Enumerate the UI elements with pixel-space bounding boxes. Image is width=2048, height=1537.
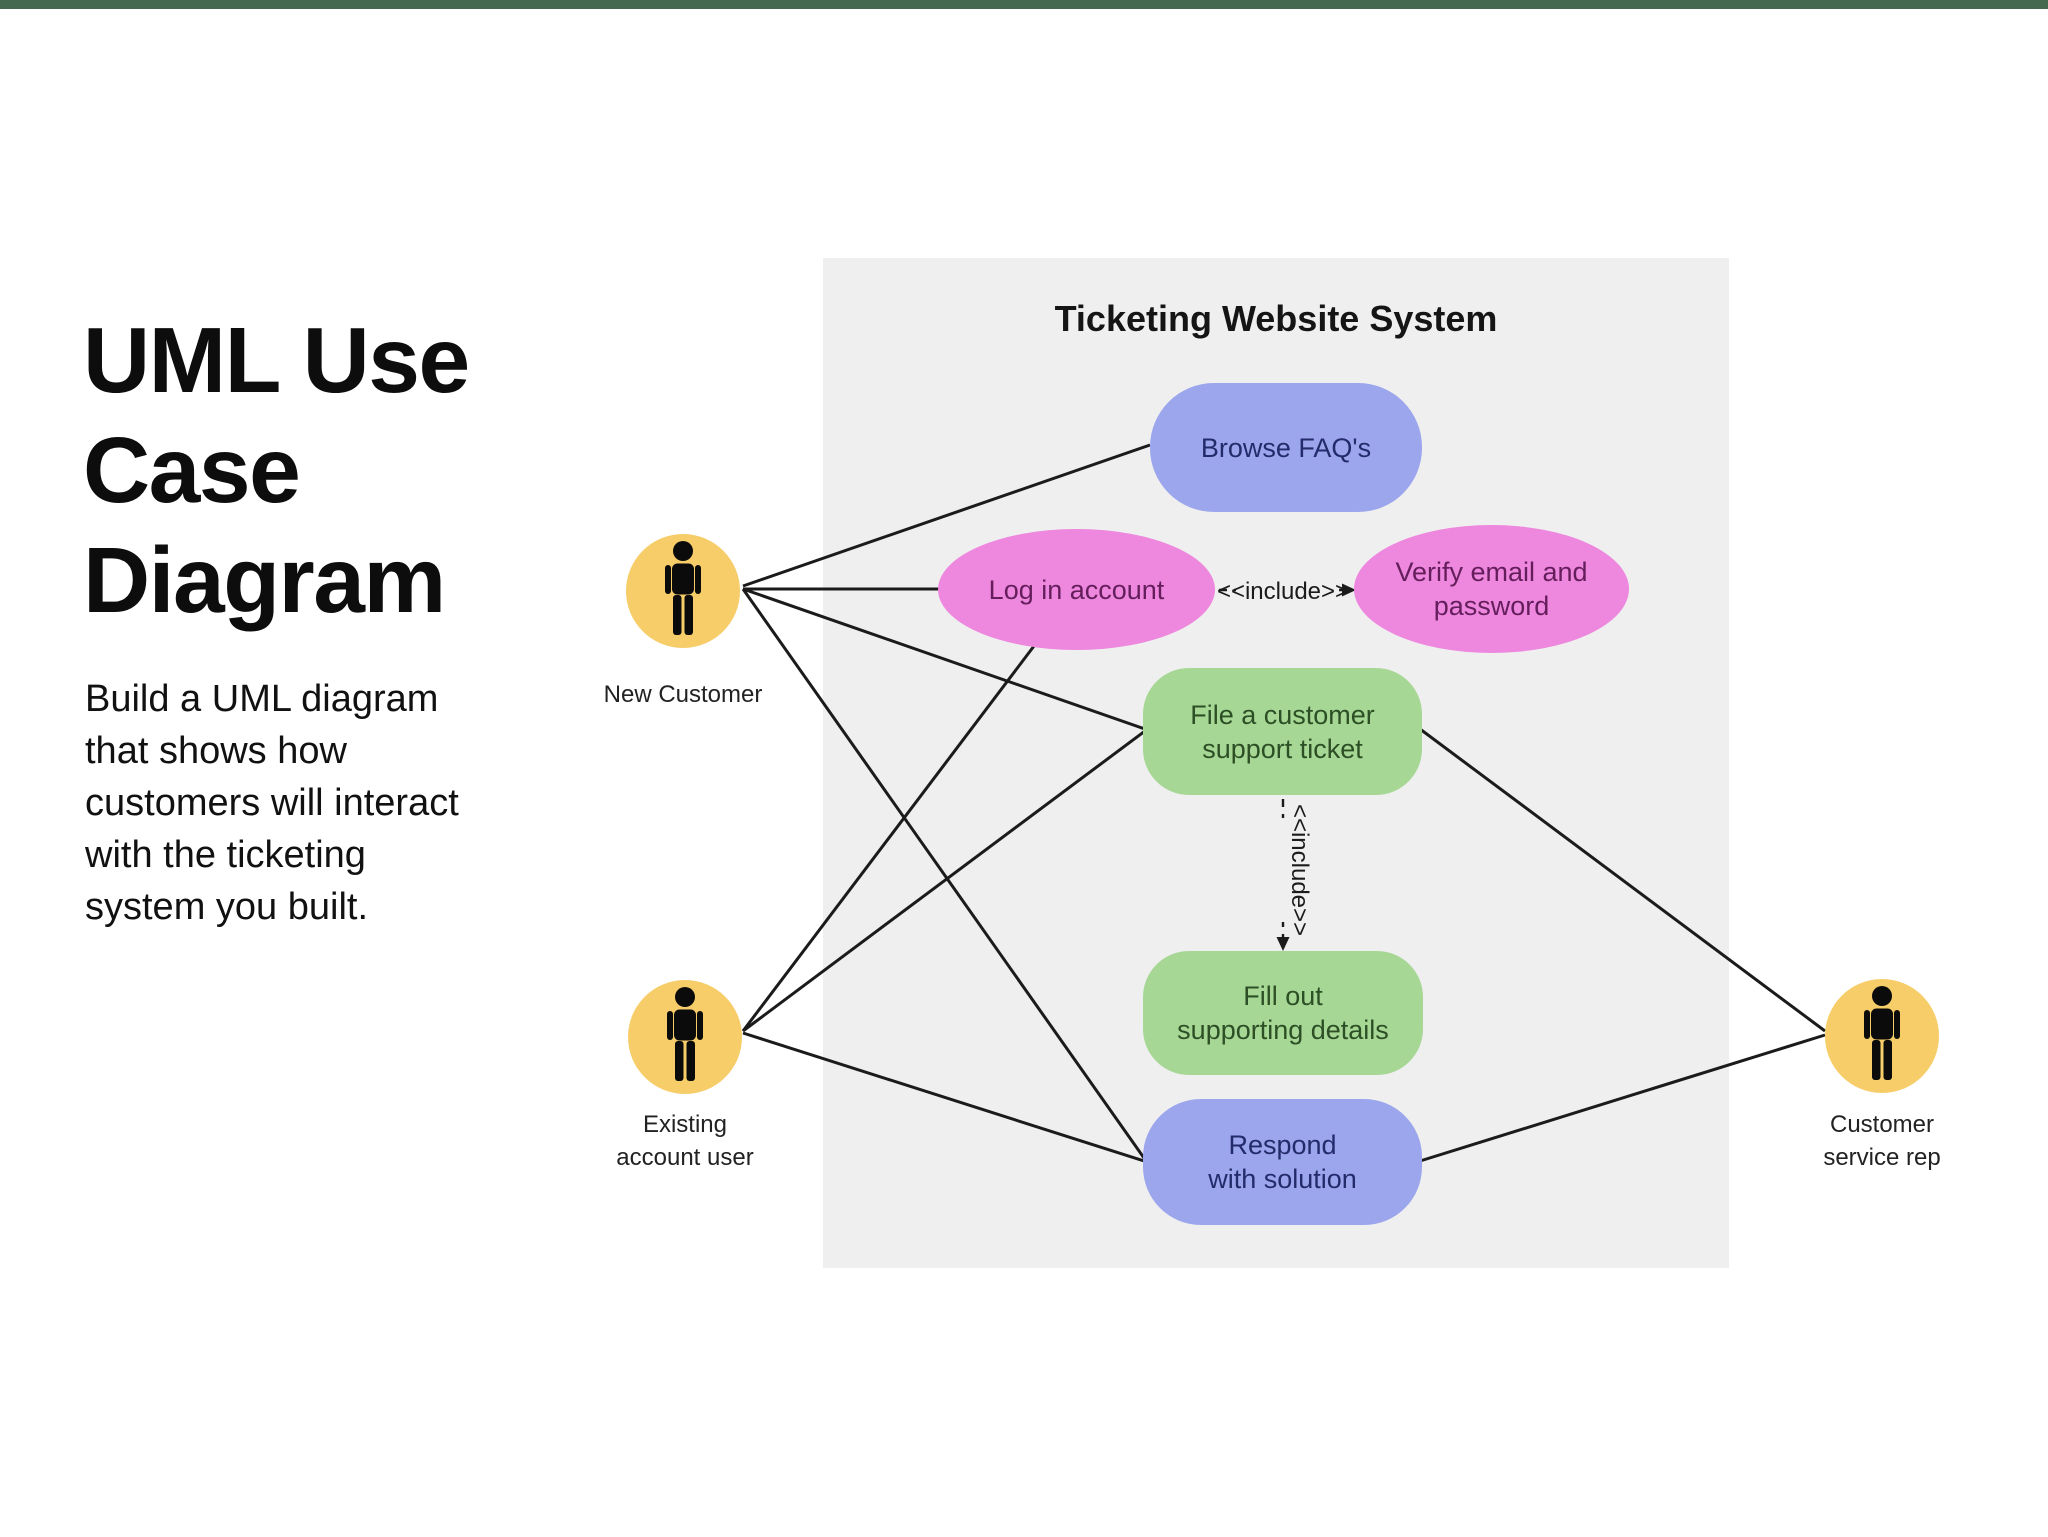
page-description-line: system you built. (85, 886, 368, 928)
actor-customer-service-rep (1825, 979, 1939, 1093)
usecase-label: Browse FAQ's (1200, 432, 1372, 463)
usecase-verify-email-and-password: Verify email and password (1354, 525, 1629, 653)
association-line-newcustomer-fileticket (742, 587, 1146, 731)
page-title: UML Use Case Diagram (83, 305, 470, 635)
usecase-label: File a customer (1190, 699, 1375, 730)
top-accent-bar (0, 0, 2048, 9)
page-title-line: UML Use (83, 308, 470, 413)
page-description: Build a UML diagram that shows how custo… (85, 673, 459, 933)
include-label: <<include>> (1286, 804, 1313, 936)
usecase-respond-with-solution: Respond with solution (1143, 1099, 1422, 1225)
association-line-newcustomer-respond (741, 588, 1146, 1159)
person-icon (665, 541, 701, 635)
include-arrow-login-verify: <<include>> (1217, 574, 1356, 606)
usecase-label: Fill out (1243, 981, 1323, 1011)
page-description-line: that shows how (85, 730, 347, 772)
usecase-label: support ticket (1202, 733, 1363, 764)
actor-label-customer-service-rep: Customer service rep (1823, 1111, 1941, 1171)
actor-new-customer (626, 534, 740, 648)
page-description-line: with the ticketing (85, 834, 366, 876)
actor-label-new-customer: New Customer (603, 681, 763, 708)
include-label: <<include>> (1217, 578, 1349, 605)
usecase-label: Verify email and (1395, 557, 1588, 587)
association-lines (741, 443, 1826, 1163)
page-description-line: Build a UML diagram (85, 678, 439, 720)
page-description-line: customers will interact (85, 782, 459, 824)
person-icon (1864, 986, 1900, 1080)
usecase-file-a-customer-support-ticket: File a customer support ticket (1143, 668, 1422, 795)
include-arrow-fileticket-filldetails: <<include>> (1266, 799, 1313, 951)
usecase-browse-faqs: Browse FAQ's (1150, 383, 1422, 512)
usecase-log-in-account: Log in account (938, 529, 1215, 650)
page-title-line: Case (83, 418, 301, 523)
usecase-label: Log in account (988, 574, 1165, 605)
person-icon (667, 987, 703, 1081)
usecase-label: password (1433, 591, 1550, 621)
page-title-line: Diagram (83, 528, 446, 633)
association-line-existinguser-loginaccount (741, 645, 1036, 1032)
association-line-existinguser-fileticket (742, 729, 1146, 1033)
usecase-fill-out-supporting-details: Fill out supporting details (1143, 951, 1423, 1075)
actor-label-existing-account-user: Existing account user (616, 1111, 754, 1171)
association-line-newcustomer-browsefaqs (742, 443, 1151, 588)
system-title: Ticketing Website System (1054, 298, 1498, 339)
usecase-label: with solution (1208, 1164, 1357, 1194)
usecase-label: Respond (1228, 1130, 1337, 1160)
association-line-servicerep-fileticket (1419, 727, 1826, 1033)
association-line-existinguser-respond (742, 1031, 1145, 1163)
actor-existing-account-user (628, 980, 742, 1094)
association-line-servicerep-respond (1419, 1033, 1826, 1163)
usecase-label: supporting details (1177, 1015, 1389, 1045)
